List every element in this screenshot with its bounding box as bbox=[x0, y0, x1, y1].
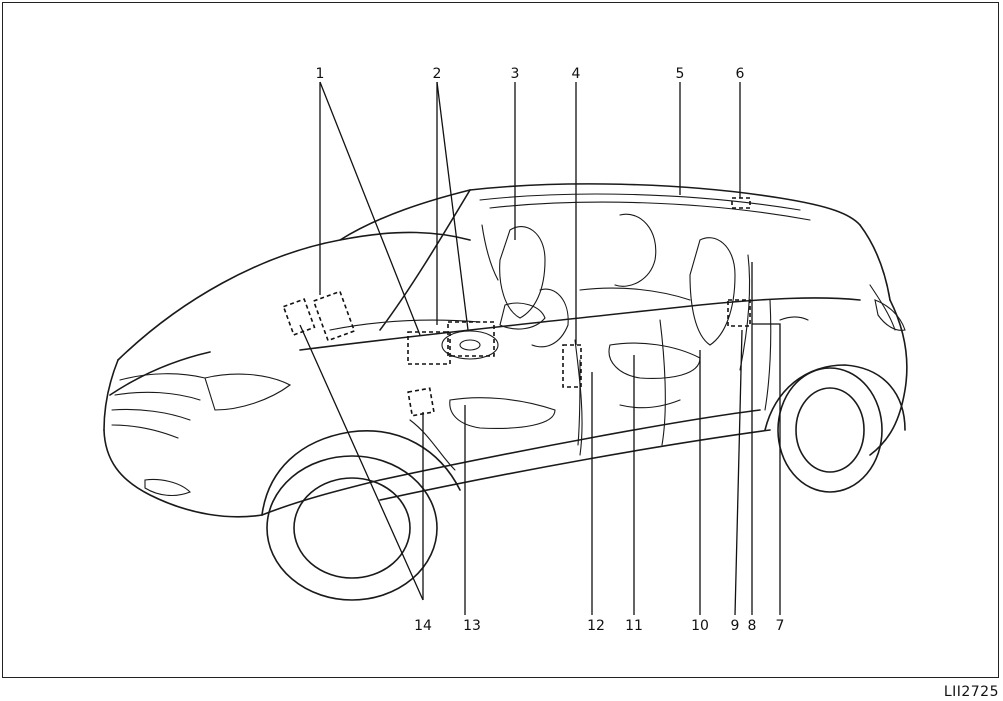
airbag-box-front-left bbox=[282, 298, 316, 336]
airbag-box-steering bbox=[447, 321, 495, 357]
airbag-box-front-sensor bbox=[407, 387, 435, 417]
callout-8: 8 bbox=[748, 618, 757, 634]
callout-9: 9 bbox=[731, 618, 740, 634]
airbag-box-knee-left bbox=[312, 290, 356, 342]
callout-4: 4 bbox=[572, 66, 581, 82]
car-illustration bbox=[103, 183, 908, 601]
callout-2: 2 bbox=[433, 66, 442, 82]
callout-12: 12 bbox=[587, 618, 605, 634]
callout-10: 10 bbox=[691, 618, 709, 634]
callout-numbers: 1 2 3 4 5 6 7 8 9 10 11 12 13 14 bbox=[316, 66, 785, 634]
figure-frame bbox=[2, 2, 999, 678]
callout-14: 14 bbox=[414, 618, 432, 634]
airbag-box-front-seat bbox=[562, 344, 582, 388]
airbag-box-roof bbox=[731, 197, 751, 209]
airbag-box-rear bbox=[727, 299, 751, 327]
figure-code: LII2725 bbox=[943, 684, 999, 700]
callout-5: 5 bbox=[676, 66, 685, 82]
airbag-location-marks bbox=[282, 197, 751, 417]
callout-11: 11 bbox=[625, 618, 643, 634]
callout-3: 3 bbox=[511, 66, 520, 82]
airbag-box-knee-driver bbox=[407, 331, 451, 365]
leader-lines bbox=[299, 81, 781, 616]
callout-7: 7 bbox=[776, 618, 785, 634]
callout-6: 6 bbox=[736, 66, 745, 82]
callout-13: 13 bbox=[463, 618, 481, 634]
callout-1: 1 bbox=[316, 66, 325, 82]
